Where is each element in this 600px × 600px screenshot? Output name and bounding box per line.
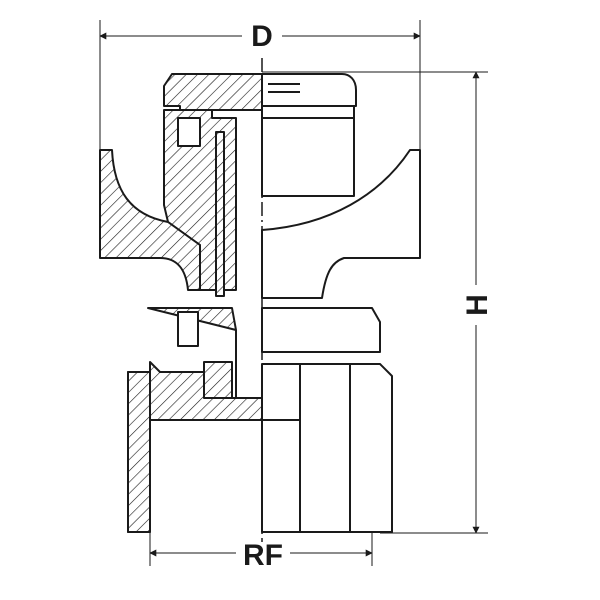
flange-wing-section [99,149,201,291]
section-view-left [99,73,263,533]
dimension-rf-label: RF [243,539,283,572]
body-outline [261,105,355,197]
lower-body-outline [261,363,393,533]
cap-nut-section [163,73,263,111]
dimension-h-label: H [461,294,494,316]
socket-section [203,361,233,399]
cap-nut-outline [261,73,357,107]
liner-section [215,131,225,297]
dimension-d-label: D [251,20,273,53]
lower-insert [177,311,199,347]
union-nut-outline [261,307,381,353]
elevation-view-right [261,73,421,533]
dimension-h: H [262,71,494,534]
flange-wing-outline [261,149,421,299]
dimension-d: D [99,20,421,150]
dimension-rf: RF [149,533,373,572]
upper-insert [177,117,201,147]
tail-section [127,371,151,533]
